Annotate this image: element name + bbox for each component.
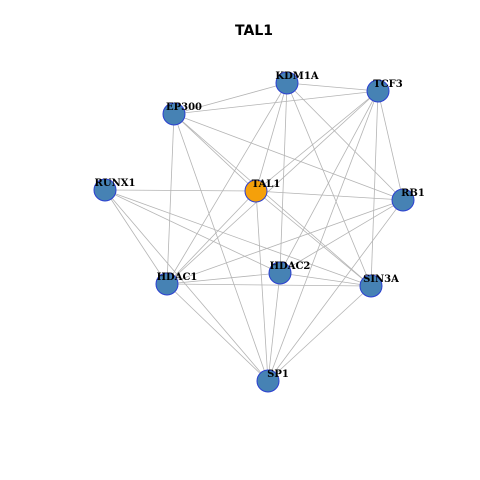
edge-runx1-hdac2	[104, 189, 281, 274]
node-label-kdm1a: KDM1A	[275, 71, 318, 82]
node-label-hdac2: HDAC2	[270, 261, 311, 272]
edge-hdac1-sin3a	[166, 283, 372, 287]
edge-ep300-sin3a	[173, 113, 372, 287]
node-tal1[interactable]	[244, 179, 268, 203]
node-label-ep300: EP300	[166, 102, 202, 113]
edge-kdm1a-rb1	[286, 82, 404, 201]
edge-ep300-rb1	[173, 113, 404, 201]
edge-tcf3-sin3a	[370, 90, 379, 287]
node-hdac2[interactable]	[268, 261, 292, 285]
node-label-rb1: RB1	[401, 188, 425, 199]
edge-runx1-sp1	[104, 189, 269, 382]
node-sin3a[interactable]	[359, 274, 383, 298]
edge-tcf3-rb1	[377, 90, 404, 201]
edge-layer	[104, 82, 404, 382]
node-ep300[interactable]	[162, 102, 186, 126]
edge-kdm1a-hdac2	[279, 82, 288, 274]
edge-tcf3-hdac2	[279, 90, 379, 274]
edge-tal1-hdac1	[166, 190, 257, 285]
edge-runx1-tal1	[104, 189, 257, 192]
edge-runx1-hdac1	[104, 189, 168, 285]
edge-tal1-sp1	[255, 190, 269, 382]
edge-hdac2-sp1	[267, 272, 281, 382]
node-rb1[interactable]	[391, 188, 415, 212]
edge-sin3a-sp1	[267, 285, 372, 382]
edge-tcf3-sp1	[267, 90, 379, 382]
edge-ep300-tal1	[173, 113, 257, 192]
edge-kdm1a-tcf3	[286, 82, 379, 92]
edge-tcf3-ep300	[173, 90, 379, 115]
edge-hdac1-hdac2	[166, 272, 281, 285]
edge-tcf3-tal1	[255, 90, 379, 192]
node-hdac1[interactable]	[155, 272, 179, 296]
edge-runx1-sin3a	[104, 189, 372, 287]
edge-rb1-sp1	[267, 199, 404, 382]
node-tcf3[interactable]	[366, 79, 390, 103]
node-label-runx1: RUNX1	[95, 178, 136, 189]
edge-hdac2-sin3a	[279, 272, 372, 287]
node-label-tal1: TAL1	[252, 179, 281, 190]
edge-tcf3-hdac1	[166, 90, 379, 285]
node-sp1[interactable]	[256, 369, 280, 393]
edge-kdm1a-hdac1	[166, 82, 288, 285]
edge-kdm1a-ep300	[173, 82, 288, 115]
edge-ep300-hdac1	[166, 113, 175, 285]
node-label-sin3a: SIN3A	[363, 274, 399, 285]
edge-tal1-rb1	[255, 190, 404, 201]
graph-title: TAL1	[235, 23, 273, 39]
node-label-hdac1: HDAC1	[157, 272, 198, 283]
edge-tal1-sin3a	[255, 190, 372, 287]
edge-rb1-hdac2	[279, 199, 404, 274]
node-kdm1a[interactable]	[275, 71, 299, 95]
node-layer	[93, 71, 415, 393]
edge-hdac1-sp1	[166, 283, 269, 382]
edge-kdm1a-tal1	[255, 82, 288, 192]
node-label-sp1: SP1	[267, 369, 289, 380]
edge-kdm1a-sin3a	[286, 82, 372, 287]
edge-rb1-hdac1	[166, 199, 404, 285]
node-label-tcf3: TCF3	[373, 79, 403, 90]
node-runx1[interactable]	[93, 178, 117, 202]
edge-ep300-sp1	[173, 113, 269, 382]
